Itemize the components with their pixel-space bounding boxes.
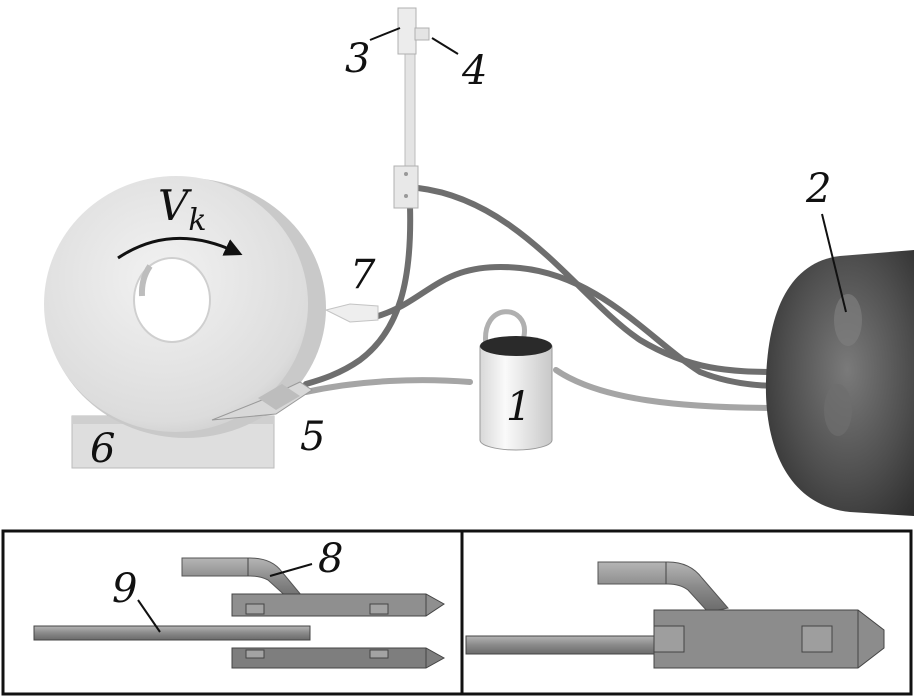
label-7: 7 <box>350 252 376 298</box>
label-3: 3 <box>345 36 370 82</box>
assembled-nozzle-view <box>465 561 885 669</box>
nozzle-7 <box>324 303 379 323</box>
velocity-label: Vk <box>158 181 207 238</box>
label-5: 5 <box>300 414 325 460</box>
label-1: 1 <box>506 384 531 430</box>
hoses <box>303 185 783 411</box>
rotation-arrow <box>117 236 243 260</box>
exploded-nozzle-view <box>33 557 446 669</box>
label-4: 4 <box>461 48 487 94</box>
tank-2 <box>765 250 914 516</box>
wheel-bore <box>133 257 211 343</box>
velocity-symbol: V <box>158 181 192 230</box>
velocity-subscript: k <box>188 203 206 238</box>
label-9: 9 <box>112 566 137 612</box>
leader-lines <box>369 27 847 313</box>
nozzle-5 <box>211 381 313 421</box>
label-2: 2 <box>805 166 831 212</box>
fitting-4 <box>414 27 430 41</box>
injector-rod <box>393 7 430 209</box>
label-8: 8 <box>318 536 343 582</box>
label-6: 6 <box>90 426 115 472</box>
fitting-3 <box>397 7 417 55</box>
vessel-1 <box>479 336 553 451</box>
